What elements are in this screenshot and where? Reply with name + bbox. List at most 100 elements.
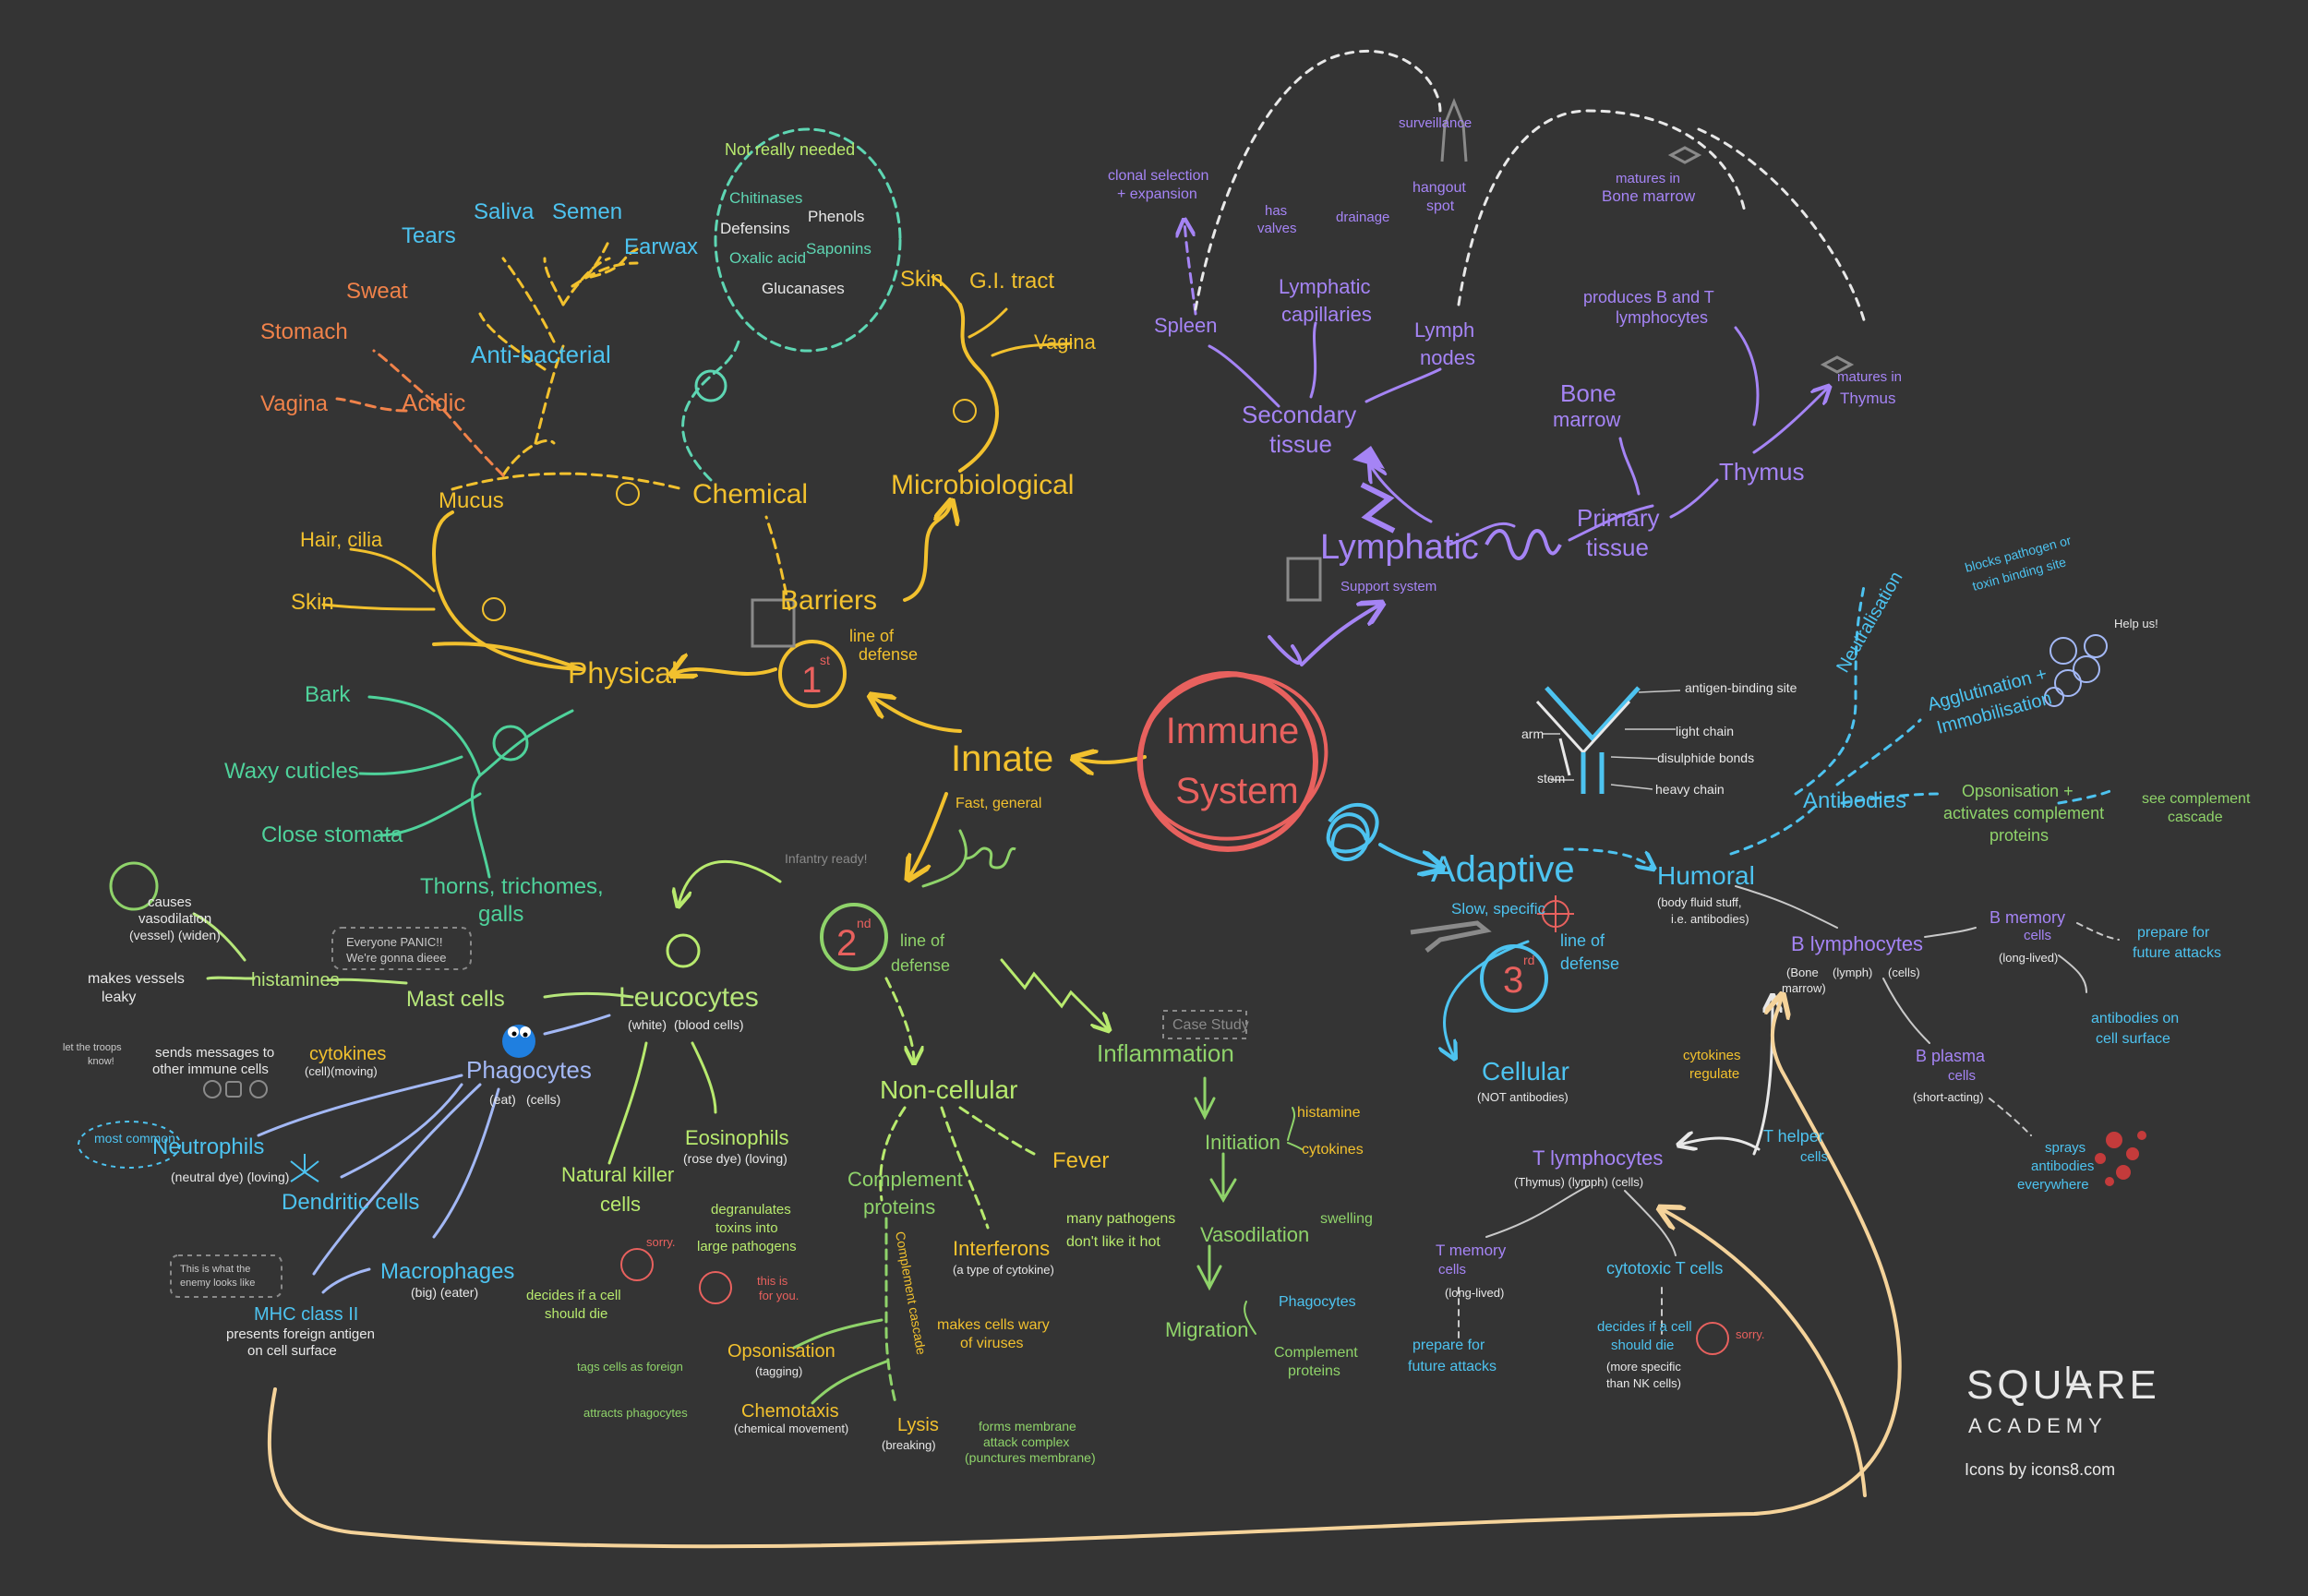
- saliva-label: Saliva: [474, 199, 535, 224]
- skin-label: Skin: [291, 590, 334, 615]
- degran1: degranulates: [711, 1202, 791, 1218]
- defensins-label: Defensins: [720, 220, 790, 237]
- causes3: (vessel) (widen): [129, 928, 221, 942]
- adaptive-sub: Slow, specific: [1451, 900, 1546, 918]
- humoral2: i.e. antibodies): [1671, 912, 1749, 926]
- thorns-label: Thorns, trichomes,: [420, 874, 604, 899]
- second-defense: defense: [891, 956, 950, 975]
- this-is1: this is: [757, 1274, 788, 1288]
- b-long: (long-lived): [1999, 951, 2058, 965]
- mig-comp1: Complement: [1274, 1345, 1358, 1361]
- tc2: should die: [1611, 1338, 1674, 1353]
- lymph-sub: Support system: [1340, 579, 1436, 594]
- b-memory2: cells: [2024, 928, 2051, 943]
- drainage-label: drainage: [1336, 210, 1389, 225]
- third-sup: rd: [1523, 953, 1534, 967]
- forms3: (punctures membrane): [965, 1450, 1096, 1465]
- lysis-label: Lysis: [897, 1415, 939, 1435]
- second-num: 2: [836, 923, 857, 964]
- t-sorry: sorry.: [1736, 1327, 1765, 1341]
- secondary1: Secondary: [1242, 401, 1356, 428]
- telegram-icon: [204, 1081, 221, 1098]
- t-memory1: T memory: [1436, 1242, 1507, 1259]
- zigzag-arrow: [1362, 485, 1394, 531]
- inter-sub: (a type of cytokine): [953, 1263, 1054, 1277]
- clonal1: clonal selection: [1108, 168, 1208, 184]
- enemy-bubble: [171, 1255, 282, 1297]
- wary2: of viruses: [960, 1336, 1023, 1351]
- mucus-label: Mucus: [439, 488, 504, 513]
- b-lymph-label: B lymphocytes: [1791, 932, 1923, 955]
- comp-cascade: Complement cascade: [893, 1230, 929, 1356]
- phagocytes-label: Phagocytes: [466, 1056, 592, 1084]
- matures-t2: Thymus: [1840, 390, 1895, 407]
- physical-label: Physical: [568, 656, 678, 690]
- inflammation-label: Inflammation: [1097, 1039, 1234, 1067]
- troops1: let the troops: [63, 1042, 122, 1053]
- ab-on2: cell surface: [2096, 1031, 2170, 1047]
- eosino-sub: (rose dye) (loving): [683, 1151, 787, 1166]
- phago-cells: (cells): [526, 1092, 560, 1107]
- tree-icon: [494, 726, 527, 760]
- adaptive-scribble: [1328, 805, 1377, 859]
- vagina-left-label: Vagina: [260, 391, 329, 416]
- fever1: many pathogens: [1066, 1211, 1175, 1227]
- first-line: line of: [849, 627, 895, 645]
- cellular-label: Cellular: [1482, 1057, 1569, 1086]
- tc4: than NK cells): [1606, 1376, 1681, 1390]
- dendritic-label: Dendritic cells: [282, 1190, 419, 1215]
- bone2: marrow: [1553, 408, 1620, 431]
- gift-icon: [700, 1272, 731, 1303]
- galls-label: galls: [478, 902, 523, 927]
- leaf-icon: [696, 371, 726, 401]
- mig-phago-label: Phagocytes: [1279, 1294, 1356, 1310]
- enemy1: This is what the: [180, 1264, 250, 1275]
- secondary2: tissue: [1269, 430, 1332, 458]
- t-sub: (Thymus) (lymph) (cells): [1514, 1175, 1643, 1189]
- help-us-label: Help us!: [2114, 617, 2158, 630]
- valves2: valves: [1257, 221, 1297, 236]
- this-is2: for you.: [759, 1289, 799, 1302]
- mhc3: on cell surface: [247, 1343, 337, 1359]
- nk-cells: cells: [600, 1193, 641, 1216]
- second-line: line of: [900, 931, 945, 950]
- semen-label: Semen: [552, 199, 622, 224]
- mhc2: presents foreign antigen: [226, 1326, 375, 1342]
- opso-sub: (tagging): [755, 1364, 802, 1378]
- attracts-label: attracts phagocytes: [583, 1406, 688, 1420]
- phenols-label: Phenols: [808, 208, 864, 225]
- labels: Immune System Innate Fast, general Barri…: [63, 115, 2251, 1479]
- cytokines-label: cytokines: [309, 1044, 386, 1064]
- vasodilation-label: Vasodilation: [1200, 1223, 1309, 1246]
- produces2: lymphocytes: [1616, 308, 1708, 327]
- first-defense: defense: [859, 645, 918, 664]
- t-helper2: cells: [1800, 1149, 1828, 1165]
- complement2: proteins: [863, 1195, 935, 1218]
- antigen-site-label: antigen-binding site: [1685, 680, 1797, 695]
- sends1: sends messages to: [155, 1045, 274, 1061]
- dendritic-icon: [291, 1154, 319, 1182]
- tags-label: tags cells as foreign: [577, 1360, 683, 1374]
- immune-label: Immune: [1166, 711, 1300, 751]
- leuco-white: (white): [628, 1017, 667, 1032]
- fever-label: Fever: [1052, 1148, 1109, 1173]
- t-memory2: cells: [1438, 1262, 1466, 1278]
- sprays1: sprays: [2045, 1140, 2086, 1156]
- cyto-sub: (cell)(moving): [305, 1064, 378, 1078]
- leaky1: makes vessels: [88, 971, 185, 987]
- hangout2: spot: [1426, 198, 1455, 214]
- infl-cytokines-label: cytokines: [1302, 1142, 1364, 1158]
- chemo-sub: (chemical movement): [734, 1422, 848, 1435]
- third-num: 3: [1503, 960, 1523, 1001]
- heavy-chain-label: heavy chain: [1655, 782, 1725, 797]
- cyto-reg1: cytokines: [1683, 1048, 1741, 1063]
- eosinophils-label: Eosinophils: [685, 1126, 789, 1149]
- system-label: System: [1175, 771, 1298, 811]
- swelling-label: swelling: [1320, 1211, 1373, 1227]
- hair-label: Hair, cilia: [300, 528, 383, 551]
- first-num: 1: [801, 660, 822, 701]
- produces1: produces B and T: [1583, 288, 1714, 306]
- spleen-label: Spleen: [1154, 314, 1218, 337]
- leuco-blood: (blood cells): [674, 1017, 743, 1032]
- nodes2: nodes: [1420, 346, 1475, 369]
